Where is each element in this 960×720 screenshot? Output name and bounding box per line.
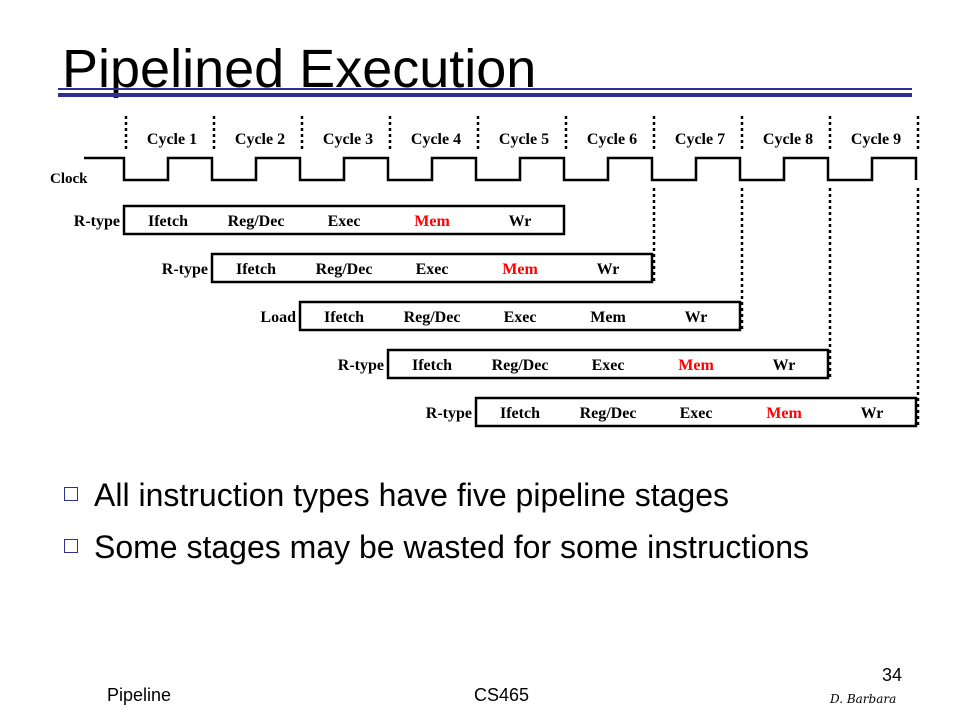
stage-label-ifetch: Ifetch xyxy=(500,405,540,422)
instruction-type-label: R-type xyxy=(426,405,472,422)
stage-label-ifetch: Ifetch xyxy=(412,357,452,374)
clock-label: Clock xyxy=(50,171,88,187)
stage-label-mem: Mem xyxy=(414,213,450,230)
stage-label-mem: Mem xyxy=(502,261,538,278)
stage-label-exec: Exec xyxy=(504,309,537,326)
cycle-label-3: Cycle 3 xyxy=(323,131,373,148)
bullet-item-2: Some stages may be wasted for some instr… xyxy=(60,528,880,566)
stage-label-wr: Wr xyxy=(597,261,620,278)
bullet-text: Some stages may be wasted for some instr… xyxy=(94,529,809,565)
stage-label-mem: Mem xyxy=(766,405,802,422)
instruction-row-box xyxy=(474,396,918,428)
footer-course: CS465 xyxy=(474,685,530,705)
instruction-type-label: R-type xyxy=(74,213,120,230)
pipeline-timing-diagram: Cycle 1 Cycle 2 Cycle 3 Cycle 4 Cycle 5 Cycle… xyxy=(50,116,920,428)
stage-label-reg-dec: Reg/Dec xyxy=(580,405,637,422)
title-rule-thick xyxy=(58,93,912,97)
stage-label-reg-dec: Reg/Dec xyxy=(228,213,285,230)
stage-label-ifetch: Ifetch xyxy=(148,213,188,230)
cycle-label-9: Cycle 9 xyxy=(851,131,901,148)
cycle-label-6: Cycle 6 xyxy=(587,131,637,148)
cycle-label-7: Cycle 7 xyxy=(675,131,725,148)
cycle-label-2: Cycle 2 xyxy=(235,131,285,148)
stage-label-ifetch: Ifetch xyxy=(236,261,276,278)
stage-label-exec: Exec xyxy=(416,261,449,278)
stage-label-reg-dec: Reg/Dec xyxy=(492,357,549,374)
instruction-type-label: R-type xyxy=(162,261,208,278)
bullet-text: All instruction types have five pipeline… xyxy=(94,477,730,513)
cycle-label-4: Cycle 4 xyxy=(411,131,461,148)
stage-label-reg-dec: Reg/Dec xyxy=(316,261,373,278)
instruction-type-label: R-type xyxy=(338,357,384,374)
page-number: 34 xyxy=(882,665,903,685)
instruction-type-label: Load xyxy=(260,309,296,326)
clock-waveform xyxy=(84,156,918,182)
footer-author: D. Barbara xyxy=(830,692,897,706)
cycle-label-8: Cycle 8 xyxy=(763,131,813,148)
stage-label-wr: Wr xyxy=(685,309,708,326)
stage-label-mem: Mem xyxy=(590,309,626,326)
cycle-label-5: Cycle 5 xyxy=(499,131,549,148)
stage-label-wr: Wr xyxy=(773,357,796,374)
footer-topic: Pipeline xyxy=(107,685,172,705)
instruction-row-box xyxy=(298,300,742,332)
instruction-row-box xyxy=(386,348,830,380)
stage-label-exec: Exec xyxy=(592,357,625,374)
cycle-label-1: Cycle 1 xyxy=(147,131,197,148)
instruction-row-box xyxy=(210,252,654,284)
instruction-row-box xyxy=(122,204,566,236)
title-rule xyxy=(58,88,912,90)
stage-label-wr: Wr xyxy=(861,405,884,422)
square-bullet-icon xyxy=(64,539,78,553)
stage-label-mem: Mem xyxy=(678,357,714,374)
square-bullet-icon xyxy=(64,487,78,501)
stage-label-exec: Exec xyxy=(680,405,713,422)
bullet-item-1: All instruction types have five pipeline… xyxy=(60,476,880,514)
stage-label-ifetch: Ifetch xyxy=(324,309,364,326)
stage-label-reg-dec: Reg/Dec xyxy=(404,309,461,326)
stage-label-wr: Wr xyxy=(509,213,532,230)
stage-label-exec: Exec xyxy=(328,213,361,230)
